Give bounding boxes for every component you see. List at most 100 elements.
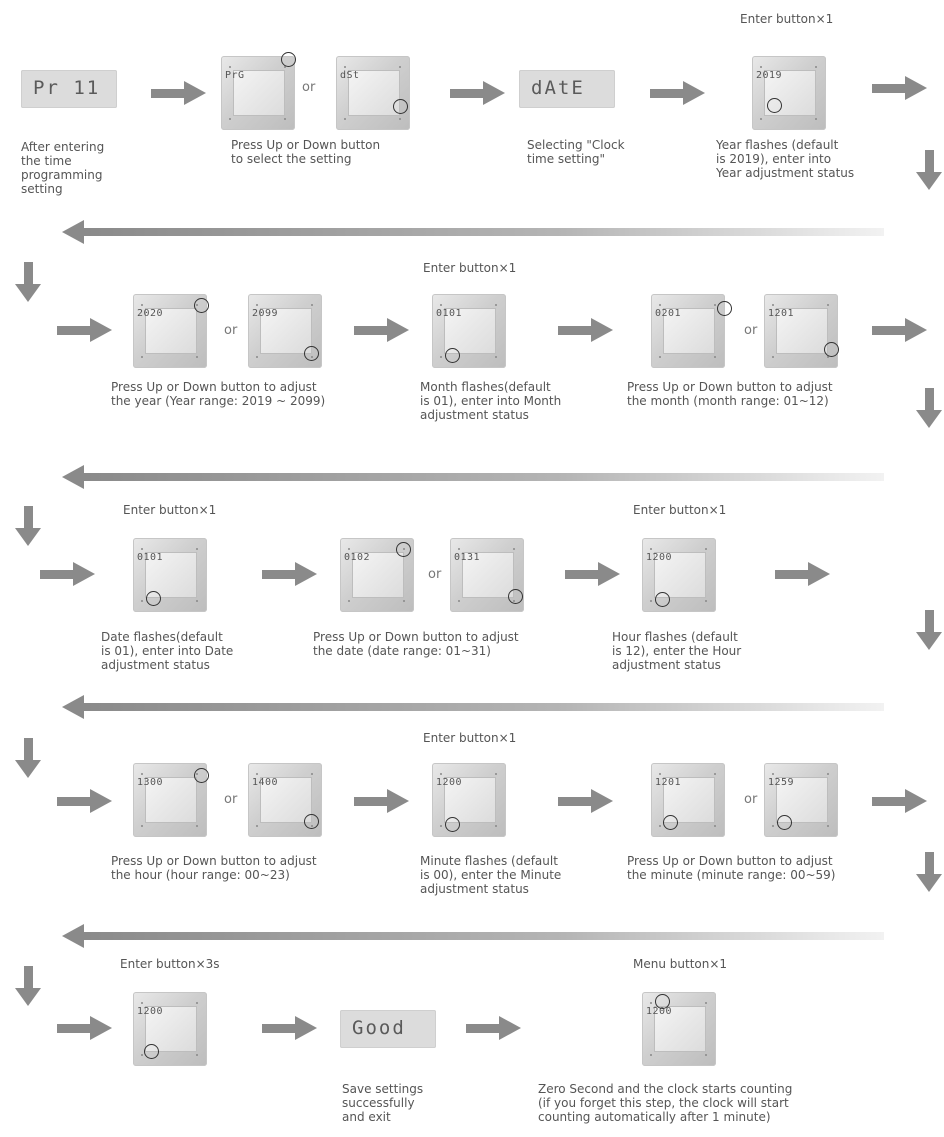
right-arrow xyxy=(262,1016,317,1040)
right-arrow xyxy=(40,562,95,586)
right-arrow xyxy=(151,81,206,105)
thermostat-dst: dSt xyxy=(336,56,410,130)
caption: Press Up or Down button to adjust the mo… xyxy=(627,380,833,408)
right-arrow xyxy=(872,789,927,813)
caption: Month flashes(default is 01), enter into… xyxy=(420,380,562,422)
caption: Hour flashes (default is 12), enter the … xyxy=(612,630,742,672)
right-arrow xyxy=(57,789,112,813)
right-arrow xyxy=(57,318,112,342)
return-arrow xyxy=(62,924,884,948)
enter-button-circle xyxy=(445,348,460,363)
thermostat-date-0131: 0131 xyxy=(450,538,524,612)
caption: Press Up or Down button to adjust the da… xyxy=(313,630,519,658)
enter-button-circle xyxy=(777,815,792,830)
caption: Press Up or Down button to adjust the mi… xyxy=(627,854,836,882)
thermostat-display-text: 1200 xyxy=(646,1006,673,1017)
right-arrow xyxy=(565,562,620,586)
enter-button-circle xyxy=(445,817,460,832)
right-arrow xyxy=(872,318,927,342)
thermostat-display-text: 1200 xyxy=(137,1006,164,1017)
down-button-circle xyxy=(304,346,319,361)
thermostat-minute-1259: 1259 xyxy=(764,763,838,837)
caption: Date flashes(default is 01), enter into … xyxy=(101,630,234,672)
right-arrow xyxy=(450,81,505,105)
thermostat-date-0102: 0102 xyxy=(340,538,414,612)
down-arrow xyxy=(15,966,41,1006)
or-label: or xyxy=(224,323,238,338)
caption: Selecting "Clock time setting" xyxy=(527,138,625,166)
right-arrow xyxy=(354,318,409,342)
up-button-circle xyxy=(396,542,411,557)
thermostat-display-text: dSt xyxy=(340,70,360,81)
thermostat-final-1200: 1200 xyxy=(642,992,716,1066)
thermostat-prg: PrG xyxy=(221,52,296,130)
thermostat-display-text: 1200 xyxy=(646,552,673,563)
up-button-circle xyxy=(194,298,209,313)
thermostat-display-text: 1201 xyxy=(655,777,682,788)
right-arrow xyxy=(466,1016,521,1040)
thermostat-hour-1400: 1400 xyxy=(248,763,322,837)
return-arrow xyxy=(62,695,884,719)
right-arrow xyxy=(558,789,613,813)
up-button-circle xyxy=(194,768,209,783)
or-label: or xyxy=(428,567,442,582)
return-arrow xyxy=(62,465,884,489)
or-label: or xyxy=(744,792,758,807)
thermostat-month-1201: 1201 xyxy=(764,294,839,368)
or-label: or xyxy=(302,80,316,95)
lcd-text: Pr 11 xyxy=(33,77,101,99)
thermostat-display-text: 2020 xyxy=(137,308,164,319)
right-arrow xyxy=(872,76,927,100)
enter-button-label: Enter button×1 xyxy=(423,731,517,745)
lcd-display-good: Good xyxy=(340,1010,436,1048)
down-button-circle xyxy=(508,589,523,604)
right-arrow xyxy=(650,81,705,105)
enter-button-circle xyxy=(663,815,678,830)
down-arrow xyxy=(916,610,942,650)
thermostat-year-2020: 2020 xyxy=(133,294,209,368)
thermostat-month-0201: 0201 xyxy=(651,294,732,368)
or-label: or xyxy=(744,323,758,338)
return-arrow xyxy=(62,220,884,244)
thermostat-display-text: 0101 xyxy=(137,552,164,563)
enter-button-circle xyxy=(767,98,782,113)
right-arrow xyxy=(354,789,409,813)
caption: After entering the time programming sett… xyxy=(21,140,105,196)
caption: Minute flashes (default is 00), enter th… xyxy=(420,854,562,896)
caption: Year flashes (default is 2019), enter in… xyxy=(716,138,855,180)
thermostat-display-text: 0102 xyxy=(344,552,371,563)
thermostat-hour-1300: 1300 xyxy=(133,763,209,837)
enter-button-circle xyxy=(144,1044,159,1059)
enter-button-label: Enter button×1 xyxy=(423,261,517,275)
thermostat-save-1200: 1200 xyxy=(133,992,207,1066)
menu-button-circle xyxy=(655,994,670,1009)
thermostat-display-text: 0131 xyxy=(454,552,481,563)
enter-button-label: Enter button×1 xyxy=(123,503,217,517)
thermostat-minute-1200: 1200 xyxy=(432,763,506,837)
enter-button-label: Enter button×1 xyxy=(740,12,834,26)
caption: Press Up or Down button to adjust the ho… xyxy=(111,854,317,882)
thermostat-month-0101: 0101 xyxy=(432,294,506,368)
thermostat-display-text: 0101 xyxy=(436,308,463,319)
thermostat-hour-1200: 1200 xyxy=(642,538,716,612)
right-arrow xyxy=(57,1016,112,1040)
or-label: or xyxy=(224,792,238,807)
thermostat-display-text: 1201 xyxy=(768,308,795,319)
down-arrow xyxy=(916,388,942,428)
thermostat-date-0101: 0101 xyxy=(133,538,207,612)
thermostat-display-text: 1300 xyxy=(137,777,164,788)
lcd-display-pr11: Pr 11 xyxy=(21,70,117,108)
enter-button-label: Enter button×3s xyxy=(120,957,220,971)
thermostat-display-text: 2019 xyxy=(756,70,783,81)
menu-button-label: Menu button×1 xyxy=(633,957,728,971)
down-button-circle xyxy=(304,814,319,829)
lcd-text: Good xyxy=(352,1017,406,1039)
thermostat-display-text: 1200 xyxy=(436,777,463,788)
right-arrow xyxy=(262,562,317,586)
lcd-display-date: dAtE xyxy=(519,70,615,108)
thermostat-display-text: 0201 xyxy=(655,308,682,319)
thermostat-minute-1201: 1201 xyxy=(651,763,725,837)
down-arrow xyxy=(916,852,942,892)
up-button-circle xyxy=(281,52,296,67)
